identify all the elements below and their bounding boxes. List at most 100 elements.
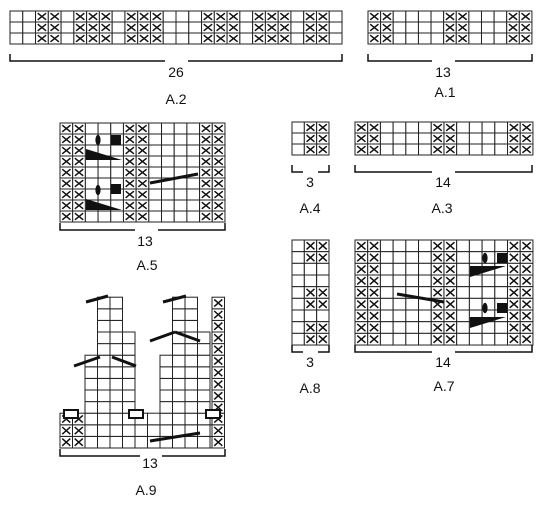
a8-chart-grid — [291, 239, 330, 346]
knit-cell — [392, 132, 407, 145]
knit-cell — [84, 435, 98, 449]
purl-cross-cell — [211, 389, 225, 403]
knit-cell — [97, 377, 111, 391]
knit-cell — [109, 401, 123, 414]
knit-cell — [188, 21, 203, 34]
a4-bracket — [291, 165, 330, 173]
knit-cell — [405, 262, 420, 276]
a9-right-cross-column — [211, 296, 225, 449]
purl-cross-cell — [211, 210, 226, 223]
knit-cell — [494, 143, 509, 156]
purl-cross-cell — [72, 424, 86, 437]
purl-cross-cell — [122, 166, 137, 179]
a1-chart-grid — [367, 10, 533, 45]
knit-cell — [418, 143, 432, 156]
knit-cell — [161, 188, 175, 201]
knit-cell — [456, 262, 470, 276]
knit-cell — [148, 188, 163, 201]
knit-cell — [122, 389, 136, 403]
purl-cross-cell — [199, 177, 213, 190]
purl-cross-cell — [506, 10, 520, 23]
knit-cell — [291, 332, 305, 346]
knit-cell — [109, 296, 123, 310]
knit-cell — [468, 274, 483, 288]
open-rectangle — [63, 409, 79, 419]
purl-cross-cell — [380, 10, 394, 23]
purl-cross-cell — [122, 122, 137, 135]
knit-cell — [186, 155, 201, 168]
knit-cell — [291, 121, 305, 134]
knit-cell — [328, 21, 343, 34]
knit-cell — [418, 132, 432, 145]
knit-cell — [481, 332, 496, 346]
knit-cell — [110, 166, 124, 179]
slant-line — [149, 330, 176, 343]
purl-cross-cell — [303, 286, 318, 299]
purl-cross-cell — [507, 286, 521, 299]
knit-cell — [97, 308, 111, 321]
purl-cross-cell — [135, 166, 150, 179]
purl-cross-cell — [199, 166, 213, 179]
purl-cross-cell — [122, 133, 137, 146]
wedge-symbol — [470, 317, 506, 328]
purl-cross-cell — [518, 21, 533, 34]
purl-cross-cell — [59, 144, 74, 157]
knit-cell — [184, 412, 198, 426]
purl-cross-cell — [59, 133, 74, 146]
knit-cell — [162, 21, 177, 34]
purl-cross-cell — [354, 251, 369, 264]
knit-cell — [109, 343, 123, 356]
knit-cell — [109, 412, 123, 426]
purl-cross-cell — [507, 239, 521, 253]
purl-cross-cell — [199, 144, 213, 157]
purl-cross-cell — [430, 121, 445, 134]
knit-cell — [162, 32, 177, 45]
leaf-symbol — [482, 252, 488, 264]
a5-caption: A.5 — [136, 257, 157, 273]
purl-cross-cell — [303, 143, 318, 156]
purl-cross-cell — [443, 239, 458, 253]
purl-cross-cell — [135, 133, 150, 146]
knit-cell — [173, 177, 188, 190]
knit-cell — [392, 251, 407, 264]
purl-cross-cell — [35, 32, 49, 45]
knit-cell — [197, 377, 211, 391]
purl-cross-cell — [455, 10, 470, 23]
knit-cell — [147, 412, 161, 426]
knit-cell — [392, 10, 407, 23]
knit-cell — [159, 389, 173, 403]
purl-cross-cell — [264, 21, 279, 34]
knit-cell — [481, 286, 496, 299]
knit-cell — [97, 435, 111, 449]
purl-cross-cell — [47, 32, 62, 45]
purl-cross-cell — [519, 121, 534, 134]
purl-cross-cell — [443, 32, 457, 45]
slant-line — [162, 294, 187, 304]
slant-line — [149, 172, 199, 185]
knit-cell — [480, 32, 495, 45]
knit-cell — [159, 377, 173, 391]
purl-cross-cell — [316, 121, 330, 134]
knit-cell — [184, 296, 198, 310]
knit-cell — [184, 435, 198, 449]
knit-cell — [184, 377, 198, 391]
knit-cell — [122, 331, 136, 345]
purl-cross-cell — [135, 122, 150, 135]
purl-cross-cell — [519, 262, 534, 276]
knit-cell — [481, 132, 496, 145]
knit-cell — [97, 401, 111, 414]
knit-cell — [290, 10, 305, 23]
purl-cross-cell — [199, 122, 213, 135]
leaf-symbol — [95, 134, 101, 146]
knit-cell — [456, 132, 470, 145]
purl-cross-cell — [443, 21, 457, 34]
filled-square-symbol — [497, 253, 507, 263]
purl-cross-cell — [354, 143, 369, 156]
purl-cross-cell — [122, 210, 137, 223]
purl-cross-cell — [507, 143, 521, 156]
purl-cross-cell — [303, 297, 318, 311]
purl-cross-cell — [430, 321, 445, 334]
knit-cell — [159, 424, 173, 437]
purl-cross-cell — [507, 121, 521, 134]
purl-cross-cell — [211, 435, 225, 449]
